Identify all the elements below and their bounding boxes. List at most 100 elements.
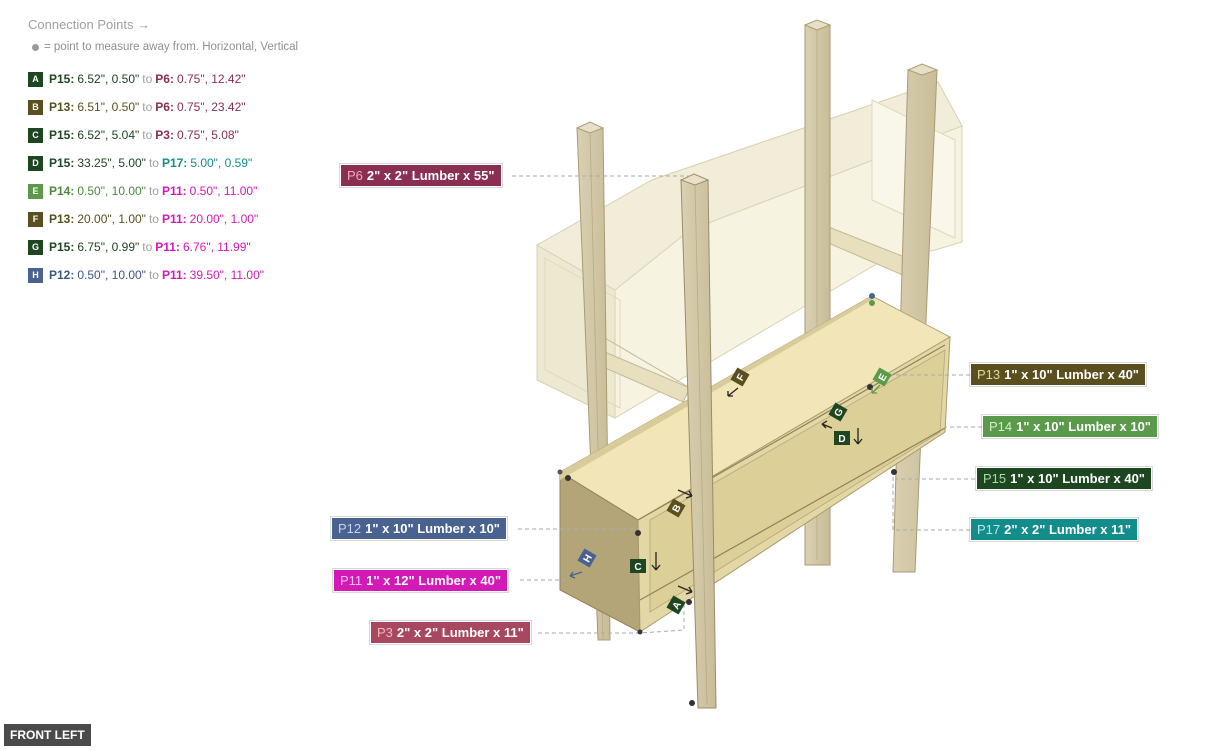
to-word: to — [148, 212, 159, 226]
callout-part-id: P6 — [347, 168, 363, 183]
from-part: P13: — [49, 212, 75, 226]
to-word: to — [142, 72, 153, 86]
from-values: 0.50", 10.00" — [77, 268, 146, 282]
svg-text:E: E — [877, 372, 890, 384]
measure-points — [557, 293, 897, 706]
to-values: 0.50", 11.00" — [189, 184, 258, 198]
connection-badge: H — [28, 267, 43, 283]
svg-text:D: D — [838, 434, 845, 445]
callout-part-label: 2" x 2" Lumber x 55" — [366, 168, 495, 183]
to-values: 6.76", 11.99" — [182, 240, 251, 254]
from-values: 6.52", 5.04" — [77, 128, 140, 142]
callout-part-label: 1" x 10" Lumber x 10" — [1016, 419, 1151, 434]
svg-text:B: B — [671, 503, 684, 515]
marker-g: G — [828, 402, 848, 422]
marker-d: D — [834, 431, 850, 445]
marker-b: B — [666, 498, 686, 518]
from-part: P15: — [49, 240, 75, 254]
to-values: 20.00", 1.00" — [189, 212, 259, 226]
legend-note: = point to measure away from. Horizontal… — [28, 41, 358, 53]
marker-f: F — [730, 367, 750, 387]
legend-note-text: = point to measure away from. Horizontal… — [44, 41, 299, 53]
callout-part-label: 2" x 2" Lumber x 11" — [1004, 522, 1132, 537]
callout-part-id: P15 — [983, 471, 1007, 486]
marker-h: H — [577, 548, 597, 568]
callout-part-label: 1" x 10" Lumber x 40" — [1010, 471, 1145, 486]
to-word: to — [148, 268, 159, 282]
to-part: P11: — [155, 240, 180, 254]
to-word: to — [142, 128, 153, 142]
from-part: P15: — [49, 156, 75, 170]
to-values: 0.75", 23.42" — [176, 100, 246, 114]
callout-part-label: 1" x 10" Lumber x 40" — [1004, 367, 1139, 382]
from-values: 6.75", 0.99" — [77, 240, 140, 254]
to-part: P3: — [155, 128, 174, 142]
from-values: 6.51", 0.50" — [77, 100, 140, 114]
main-cabinet — [559, 295, 952, 633]
from-values: 0.50", 10.00" — [77, 184, 146, 198]
from-part: P12: — [49, 268, 75, 282]
callout-part-id: P13 — [977, 367, 1001, 382]
to-word: to — [142, 240, 153, 254]
to-word: to — [142, 100, 153, 114]
connection-badge: G — [28, 239, 43, 255]
measure-point-dot-icon — [32, 43, 39, 51]
connection-badge: D — [28, 155, 43, 171]
from-part: P13: — [49, 100, 75, 114]
legend-title: Connection Points → — [28, 17, 151, 32]
connection-badge: C — [28, 127, 43, 143]
to-values: 0.75", 5.08" — [176, 128, 239, 142]
from-part: P14: — [49, 184, 75, 198]
callout-part-label: 1" x 10" Lumber x 10" — [365, 521, 500, 536]
connection-badge: A — [28, 71, 43, 87]
to-word: to — [148, 184, 159, 198]
callout-part-id: P17 — [977, 522, 1001, 537]
to-part: P17: — [161, 156, 188, 170]
callout-part-label: 1" x 12" Lumber x 40" — [366, 573, 502, 588]
callout-part-id: P14 — [989, 419, 1013, 434]
callout-part-label: 2" x 2" Lumber x 11" — [396, 625, 524, 640]
connection-points-legend: Connection Points → = point to measure a… — [28, 17, 358, 289]
leader-lines — [512, 175, 982, 634]
to-part: P11: — [161, 268, 187, 282]
from-part: P15: — [49, 128, 75, 142]
to-part: P6: — [155, 72, 174, 86]
svg-text:C: C — [634, 562, 641, 573]
from-values: 33.25", 5.00" — [77, 156, 146, 170]
connection-badge: F — [28, 211, 43, 227]
marker-a: A — [666, 595, 686, 615]
callout-part-id: P11 — [340, 573, 363, 588]
from-part: P15: — [49, 72, 75, 86]
to-part: P11: — [161, 212, 187, 226]
view-label[interactable]: FRONT LEFT — [4, 724, 91, 746]
svg-text:F: F — [735, 372, 748, 383]
from-values: 6.52", 0.50" — [77, 72, 140, 86]
to-values: 39.50", 11.00" — [189, 268, 264, 282]
connection-markers: F E G D B C H A — [569, 367, 892, 615]
from-values: 20.00", 1.00" — [77, 212, 146, 226]
to-part: P11: — [161, 184, 187, 198]
marker-c: C — [630, 559, 646, 573]
svg-text:A: A — [671, 600, 684, 612]
marker-e: E — [872, 367, 892, 387]
to-part: P6: — [155, 100, 174, 114]
callout-part-id: P3 — [377, 625, 393, 640]
svg-text:H: H — [582, 553, 595, 565]
